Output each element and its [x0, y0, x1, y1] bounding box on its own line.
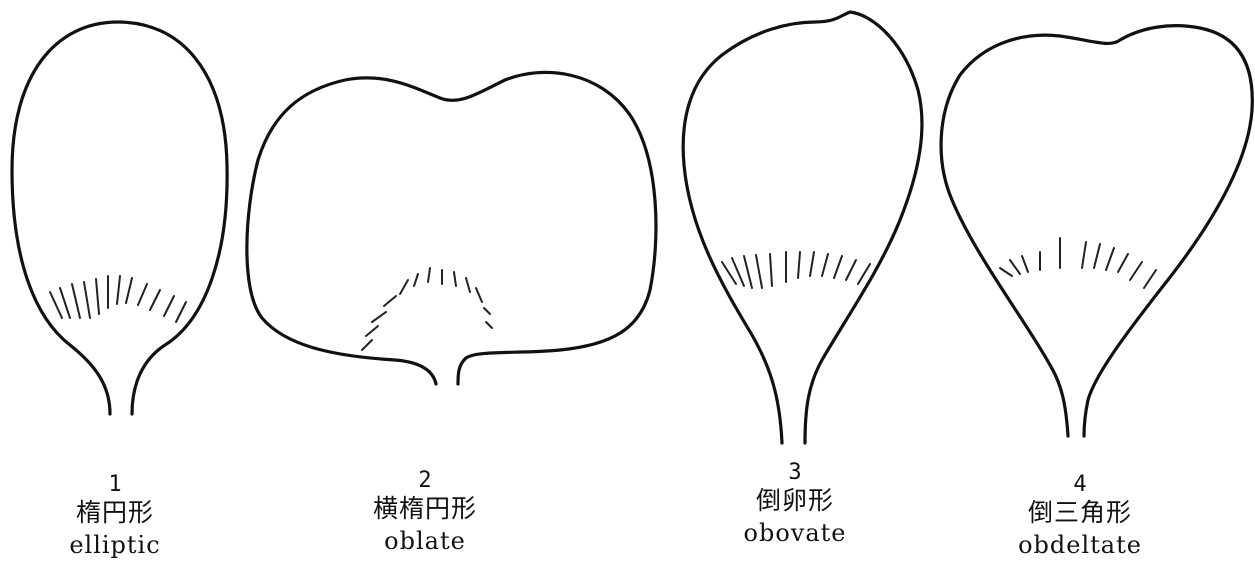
petal-elliptic-veins	[49, 275, 187, 323]
petal-oblate-outline	[245, 70, 658, 386]
petal-obovate-number: 3	[788, 460, 802, 485]
petal-obovate-japanese: 倒卵形	[755, 486, 834, 515]
petal-oblate-japanese: 横楕円形	[372, 494, 477, 523]
petal-elliptic-number: 1	[108, 472, 122, 497]
petal-oblate-label: 2 横楕円形 oblate	[355, 468, 495, 555]
petal-obovate-english: obovate	[743, 519, 847, 547]
petal-obovate-label: 3 倒卵形 obovate	[725, 460, 865, 547]
petal-obovate-outline	[681, 10, 924, 445]
petal-obdeltate-drawing	[939, 24, 1254, 438]
petal-elliptic-japanese: 楕円形	[75, 498, 154, 527]
petal-obdeltate-label: 4 倒三角形 obdeltate	[1000, 472, 1160, 559]
petal-obdeltate-japanese: 倒三角形	[1027, 498, 1132, 527]
petal-elliptic-label: 1 楕円形 elliptic	[55, 472, 175, 559]
petal-obovate-veins	[721, 251, 871, 289]
petal-elliptic-outline	[10, 20, 229, 416]
petal-oblate-drawing	[245, 70, 658, 386]
petal-obdeltate-outline	[939, 24, 1254, 438]
petal-obdeltate-veins	[999, 237, 1157, 289]
petal-obovate-drawing	[681, 10, 924, 445]
petal-oblate-number: 2	[418, 468, 432, 493]
petal-elliptic-drawing	[10, 20, 229, 416]
petal-elliptic-english: elliptic	[69, 531, 161, 559]
petal-obdeltate-english: obdeltate	[1018, 531, 1142, 559]
petal-oblate-veins	[361, 267, 493, 351]
petal-oblate-english: oblate	[384, 527, 466, 555]
petal-obdeltate-number: 4	[1073, 472, 1087, 497]
